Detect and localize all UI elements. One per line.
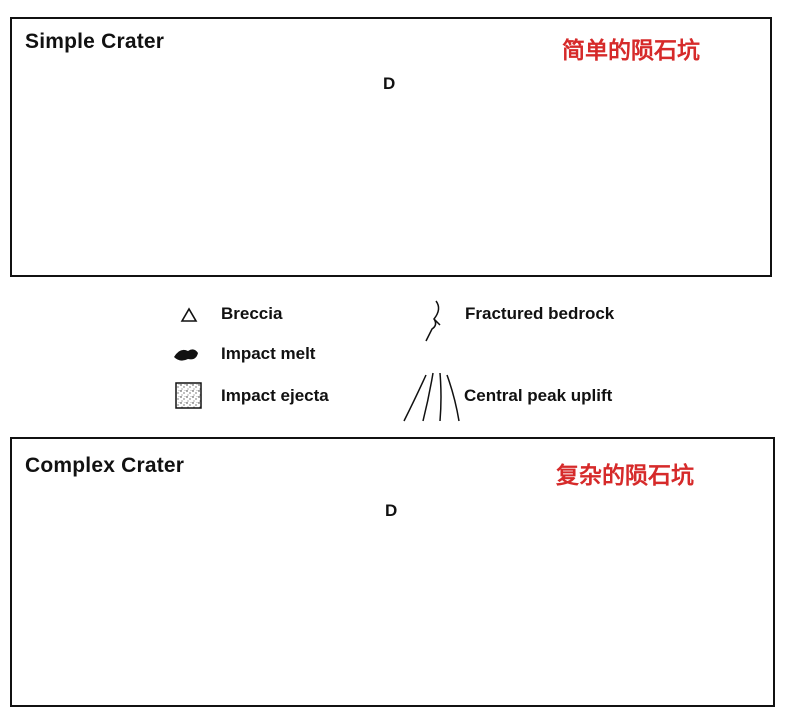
fractured-bedrock-legend-icon	[425, 300, 441, 342]
legend-impact-melt-label: Impact melt	[221, 344, 316, 363]
legend-breccia-label: Breccia	[221, 304, 283, 323]
breccia-legend-icon	[180, 307, 198, 322]
complex-crater-title: Complex Crater	[25, 454, 185, 477]
impact-melt-legend-icon	[174, 349, 198, 361]
simple-crater-panel	[10, 17, 772, 277]
legend-fractured-bedrock-label: Fractured bedrock	[465, 304, 615, 323]
legend	[174, 300, 460, 422]
simple-crater-title-cn: 简单的陨石坑	[562, 38, 700, 64]
complex-crater-title-cn: 复杂的陨石坑	[556, 463, 694, 489]
legend-central-peak-uplift-label: Central peak uplift	[464, 386, 613, 405]
complex-crater-panel	[10, 437, 775, 707]
central-peak-uplift-legend-icon	[403, 372, 460, 422]
complex-diameter-label: D	[385, 501, 398, 520]
simple-diameter-label: D	[383, 74, 396, 93]
impact-ejecta-legend-icon	[175, 382, 202, 409]
legend-impact-ejecta-label: Impact ejecta	[221, 386, 329, 405]
simple-crater-title: Simple Crater	[25, 30, 165, 53]
